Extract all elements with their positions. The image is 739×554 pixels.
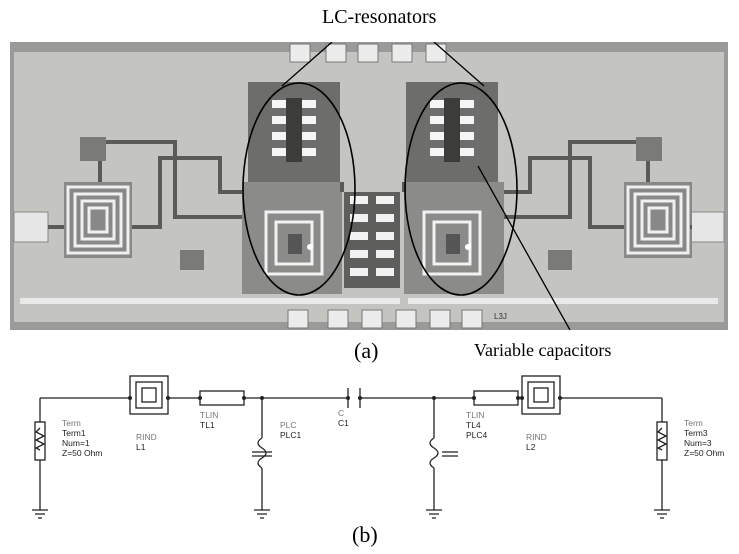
rind2-name: L2 [526, 442, 536, 452]
schematic-drawing [32, 375, 670, 519]
lc-pointer-right [433, 41, 485, 87]
lc-pointer-left [281, 41, 333, 87]
term3-type: Term [684, 418, 703, 428]
term1-label: Term Term1 Num=1 Z=50 Ohm [62, 418, 102, 458]
term3-z: Z=50 Ohm [684, 448, 725, 458]
tlin1-type: TLIN [200, 410, 219, 420]
tlin2-extra: PLC4 [466, 430, 488, 440]
rind1-label: RIND L1 [136, 432, 157, 452]
top-bond-pads [289, 43, 447, 63]
rind1-type: RIND [136, 432, 157, 442]
chip-corner-mark: L3J [494, 312, 507, 321]
tlin1-label: TLIN TL1 [200, 410, 218, 430]
tlin1-name: TL1 [200, 420, 215, 430]
right-spiral-inductor [624, 182, 692, 258]
chip-layout-drawing: L3J [10, 41, 728, 331]
plc1-type: PLC [280, 420, 297, 430]
left-resonator-ellipse [242, 82, 356, 296]
panel-b-label: (b) [352, 522, 378, 547]
term3-label: Term Term3 Num=3 Z=50 Ohm [684, 418, 724, 458]
bottom-bond-pads [287, 309, 483, 329]
rind2-type: RIND [526, 432, 547, 442]
left-spiral-inductor [64, 182, 132, 258]
varcap-pointer [477, 165, 571, 331]
rind2-label: RIND L2 [526, 432, 547, 452]
panel-a-label: (a) [354, 338, 379, 363]
lc-resonators-label: LC-resonators [322, 6, 437, 28]
term3-name: Term3 [684, 428, 708, 438]
term1-num: Num=1 [62, 438, 90, 448]
cap-label: C C1 [338, 408, 349, 428]
cap-name: C1 [338, 418, 349, 428]
tlin2-label: TLIN TL4 PLC4 [466, 410, 487, 440]
circuit-schematic [30, 372, 730, 522]
tlin2-name: TL4 [466, 420, 481, 430]
variable-capacitors-label: Variable capacitors [474, 340, 612, 360]
term1-z: Z=50 Ohm [62, 448, 103, 458]
chip-micrograph: L3J [10, 41, 728, 331]
rind1-name: L1 [136, 442, 146, 452]
right-resonator-ellipse [404, 82, 518, 296]
plc1-name: PLC1 [280, 430, 302, 440]
term1-name: Term1 [62, 428, 86, 438]
term3-num: Num=3 [684, 438, 712, 448]
term1-type: Term [62, 418, 81, 428]
cap-type: C [338, 408, 345, 418]
tlin2-type: TLIN [466, 410, 485, 420]
plc1-label: PLC PLC1 [280, 420, 301, 440]
